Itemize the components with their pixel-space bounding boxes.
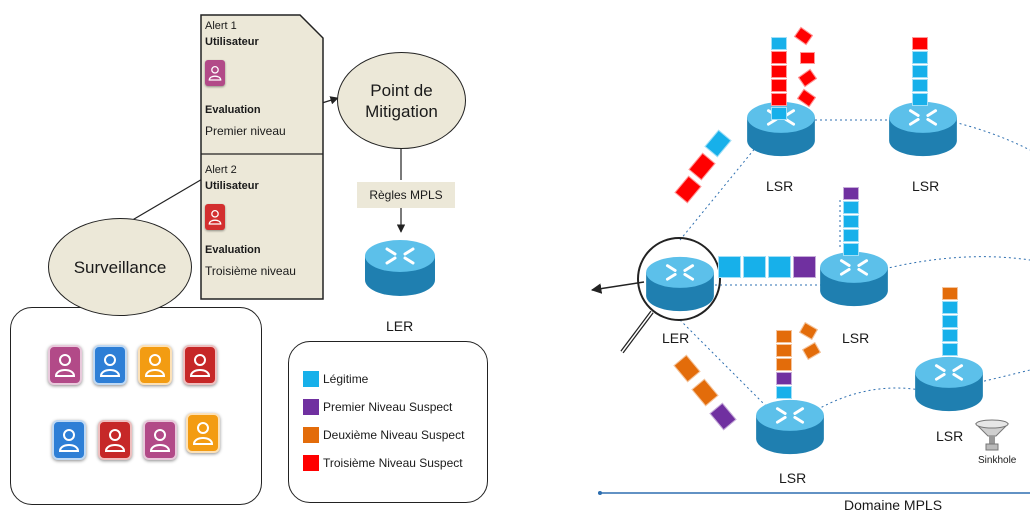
queue-packet [771, 51, 787, 64]
lsr-top-right-label: LSR [912, 178, 940, 194]
user-avatar [48, 345, 82, 385]
users-panel [10, 307, 262, 505]
alert1-title: Alert 1 [205, 20, 237, 32]
lsr-middle-router [820, 251, 888, 307]
queue-packet [942, 329, 958, 342]
queue-packet [942, 315, 958, 328]
alert1-eval-value: Premier niveau [205, 124, 286, 138]
queue-packet [771, 65, 787, 78]
queue-packet [912, 79, 928, 92]
alert2-title: Alert 2 [205, 164, 237, 176]
legend-swatch [303, 427, 319, 443]
dropped-packet [800, 52, 815, 64]
mitigation-label-line1: Point de [370, 80, 433, 100]
lsr-middle-label: LSR [842, 330, 870, 346]
queue-packet [942, 301, 958, 314]
user-avatar [52, 420, 86, 460]
user-avatar [183, 345, 217, 385]
legend-label: Premier Niveau Suspect [323, 400, 453, 414]
user-avatar [98, 420, 132, 460]
lsr-bottom-left-router [756, 399, 824, 455]
queue-packet [843, 215, 859, 228]
user-icon [54, 354, 76, 377]
queue-packet [912, 65, 928, 78]
domain-label: Domaine MPLS [844, 497, 943, 513]
sinkhole-icon [974, 419, 1010, 451]
queue-packet [942, 343, 958, 356]
incoming-packet [768, 256, 791, 278]
user-avatar [93, 345, 127, 385]
alert1-user-avatar [205, 60, 225, 86]
queue-packet [771, 37, 787, 50]
alert2-user-avatar [205, 204, 225, 230]
alert1-user-label: Utilisateur [205, 36, 259, 48]
queue-packet [912, 37, 928, 50]
incoming-packet [743, 256, 766, 278]
queue-packet [771, 93, 787, 106]
queue-packet [843, 229, 859, 242]
alert2-eval-label: Evaluation [205, 244, 261, 256]
ler-edge-label: LER [662, 330, 690, 346]
alert-box [200, 14, 324, 300]
queue-packet [843, 187, 859, 200]
incoming-packet [793, 256, 816, 278]
lsr-bottom-left-label: LSR [779, 470, 807, 486]
legend-panel [288, 341, 488, 503]
ler-edge-router [646, 256, 714, 312]
user-icon [58, 429, 80, 452]
lsr-top-left-label: LSR [766, 178, 794, 194]
user-icon [149, 429, 171, 452]
queue-packet [776, 358, 792, 371]
lsr-bottom-right-label: LSR [936, 428, 964, 444]
user-icon [99, 354, 121, 377]
queue-packet [912, 51, 928, 64]
sinkhole-label: Sinkhole [978, 455, 1017, 466]
legend-label: Troisième Niveau Suspect [323, 456, 463, 470]
mitigation-point: Point de Mitigation [337, 52, 466, 149]
alert2-user-label: Utilisateur [205, 180, 259, 192]
mpls-rules-box: Règles MPLS [357, 182, 455, 208]
user-avatar [186, 413, 220, 453]
user-avatar [143, 420, 177, 460]
lsr-top-right-router [889, 101, 957, 157]
user-icon [192, 422, 214, 445]
user-icon [208, 210, 222, 225]
legend-label: Légitime [323, 372, 369, 386]
queue-packet [776, 372, 792, 385]
ler-router-icon [365, 240, 435, 296]
surveillance-node: Surveillance [48, 218, 192, 316]
user-icon [104, 429, 126, 452]
alert-to-mitigation-arrow [321, 96, 339, 105]
incoming-packet [718, 256, 741, 278]
magnifier-icon [620, 237, 721, 354]
legend-swatch [303, 371, 319, 387]
queue-packet [942, 287, 958, 300]
alert1-eval-label: Evaluation [205, 104, 261, 116]
user-icon [189, 354, 211, 377]
exit-arrow [590, 281, 645, 294]
queue-packet [776, 344, 792, 357]
user-icon [208, 66, 222, 81]
legend-swatch [303, 455, 319, 471]
queue-packet [776, 386, 792, 399]
user-icon [144, 354, 166, 377]
queue-packet [776, 330, 792, 343]
alert2-eval-value: Troisième niveau [205, 264, 296, 278]
legend-label: Deuxième Niveau Suspect [323, 428, 465, 442]
queue-packet [843, 243, 859, 256]
queue-packet [912, 93, 928, 106]
queue-packet [843, 201, 859, 214]
legend-swatch [303, 399, 319, 415]
lsr-bottom-right-router [915, 356, 983, 412]
queue-packet [771, 79, 787, 92]
ler-left-label: LER [386, 318, 414, 334]
user-avatar [138, 345, 172, 385]
mitigation-label-line2: Mitigation [365, 101, 438, 121]
queue-packet [771, 107, 787, 120]
